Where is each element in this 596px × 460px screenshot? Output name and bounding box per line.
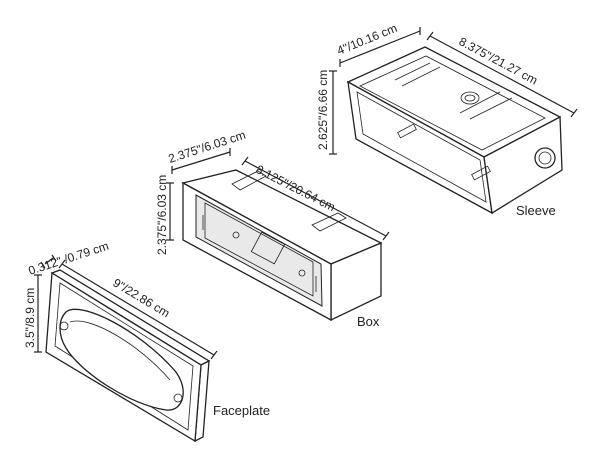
sleeve-label: Sleeve bbox=[516, 203, 556, 218]
faceplate-drawing bbox=[34, 254, 218, 443]
box-height-dim: 2.375"/6.03 cm bbox=[155, 175, 169, 255]
faceplate-label: Faceplate bbox=[213, 403, 270, 418]
box-width-dim: 2.375"/6.03 cm bbox=[167, 128, 248, 166]
faceplate-depth-dim: 0.312" /0.79 cm bbox=[27, 239, 111, 278]
sleeve-drawing bbox=[329, 27, 578, 215]
sleeve-height-dim: 2.625"/6.66 cm bbox=[316, 70, 330, 150]
box-drawing bbox=[166, 148, 390, 322]
faceplate-height-dim: 3.5"/8.9 cm bbox=[23, 288, 37, 348]
box-label: Box bbox=[357, 314, 380, 329]
